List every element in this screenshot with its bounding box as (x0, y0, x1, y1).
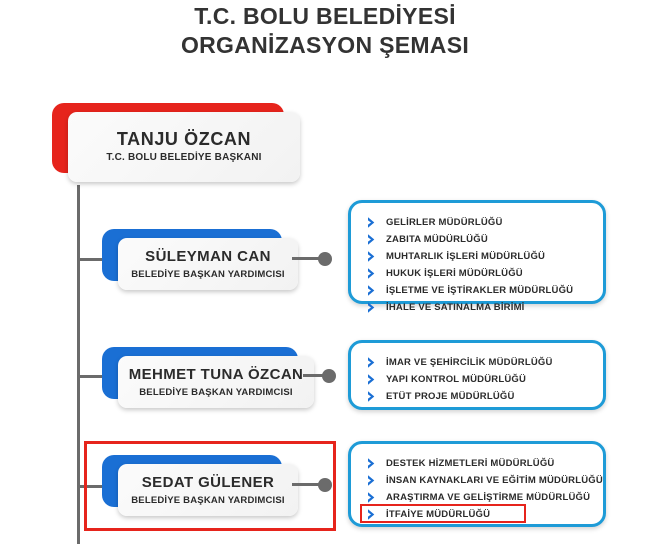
dept-label: ETÜT PROJE MÜDÜRLÜĞÜ (386, 390, 515, 402)
deputy-2-link-dot (322, 369, 336, 383)
list-item[interactable]: DESTEK HİZMETLERİ MÜDÜRLÜĞÜ (365, 455, 591, 471)
list-item[interactable]: HUKUK İŞLERİ MÜDÜRLÜĞÜ (365, 265, 591, 281)
mayor-card: TANJU ÖZCAN T.C. BOLU BELEDİYE BAŞKANI (68, 112, 300, 182)
list-item[interactable]: İŞLETME VE İŞTİRAKLER MÜDÜRLÜĞÜ (365, 282, 591, 298)
chevron-right-icon (365, 233, 378, 246)
deputy-1-card: SÜLEYMAN CAN BELEDİYE BAŞKAN YARDIMCISI (118, 238, 298, 290)
dept-label: İŞLETME VE İŞTİRAKLER MÜDÜRLÜĞÜ (386, 284, 574, 296)
branch-connector-3 (78, 485, 102, 488)
deputy-3-emphasis-rect (84, 441, 336, 531)
mayor-title: T.C. BOLU BELEDİYE BAŞKANI (106, 151, 262, 163)
chevron-right-icon (365, 373, 378, 386)
list-item[interactable]: İMAR VE ŞEHİRCİLİK MÜDÜRLÜĞÜ (365, 354, 591, 370)
chevron-right-icon (365, 216, 378, 229)
dept-label: HUKUK İŞLERİ MÜDÜRLÜĞÜ (386, 267, 523, 279)
chevron-right-icon (365, 267, 378, 280)
deputy-2-name: MEHMET TUNA ÖZCAN (128, 365, 304, 383)
deputy-3-link-dot (318, 478, 332, 492)
dept-label: ARAŞTIRMA VE GELİŞTİRME MÜDÜRLÜĞÜ (386, 491, 591, 503)
dept-label: İNSAN KAYNAKLARI VE EĞİTİM MÜDÜRLÜĞÜ (386, 474, 603, 486)
dept-label: MUHTARLIK İŞLERİ MÜDÜRLÜĞÜ (386, 250, 546, 262)
list-item[interactable]: GELİRLER MÜDÜRLÜĞÜ (365, 214, 591, 230)
dept-list-1: GELİRLER MÜDÜRLÜĞÜ ZABITA MÜDÜRLÜĞÜ MUHT… (348, 200, 606, 313)
deputy-2-card: MEHMET TUNA ÖZCAN BELEDİYE BAŞKAN YARDIM… (118, 356, 314, 408)
mayor-name: TANJU ÖZCAN (116, 128, 252, 149)
branch-connector-1 (78, 258, 102, 261)
deputy-2-title: BELEDİYE BAŞKAN YARDIMCISI (139, 386, 293, 398)
dept-label: DESTEK HİZMETLERİ MÜDÜRLÜĞÜ (386, 457, 555, 469)
list-item[interactable]: İNSAN KAYNAKLARI VE EĞİTİM MÜDÜRLÜĞÜ (365, 472, 603, 488)
deputy-3-name: SEDAT GÜLENER (141, 473, 275, 491)
dept-label: İTFAİYE MÜDÜRLÜĞÜ (386, 508, 491, 520)
deputy-2-link-line (303, 374, 330, 377)
list-item[interactable]: ETÜT PROJE MÜDÜRLÜĞÜ (365, 388, 591, 404)
list-item[interactable]: ARAŞTIRMA VE GELİŞTİRME MÜDÜRLÜĞÜ (365, 489, 591, 505)
chevron-right-icon (365, 474, 378, 487)
node-deputy-1[interactable]: SÜLEYMAN CAN BELEDİYE BAŞKAN YARDIMCISI (102, 229, 298, 290)
page-title: T.C. BOLU BELEDİYESİ ORGANİZASYON ŞEMASI (0, 2, 650, 60)
chevron-right-icon (365, 508, 378, 521)
node-deputy-2[interactable]: MEHMET TUNA ÖZCAN BELEDİYE BAŞKAN YARDIM… (102, 347, 314, 408)
dept-label: YAPI KONTROL MÜDÜRLÜĞÜ (386, 373, 527, 385)
deputy-1-link-dot (318, 252, 332, 266)
deputy-3-link-line (292, 483, 324, 486)
chevron-right-icon (365, 390, 378, 403)
dept-label: İMAR VE ŞEHİRCİLİK MÜDÜRLÜĞÜ (386, 356, 553, 368)
deputy-1-title: BELEDİYE BAŞKAN YARDIMCISI (131, 268, 285, 280)
branch-connector-2 (78, 375, 102, 378)
dept-label: ZABITA MÜDÜRLÜĞÜ (386, 233, 488, 245)
node-deputy-3[interactable]: SEDAT GÜLENER BELEDİYE BAŞKAN YARDIMCISI (102, 455, 298, 516)
chevron-right-icon (365, 457, 378, 470)
list-item[interactable]: YAPI KONTROL MÜDÜRLÜĞÜ (365, 371, 591, 387)
trunk-connector (77, 185, 80, 544)
chevron-right-icon (365, 301, 378, 314)
deputy-3-card: SEDAT GÜLENER BELEDİYE BAŞKAN YARDIMCISI (118, 464, 298, 516)
chevron-right-icon (365, 284, 378, 297)
list-item[interactable]: MUHTARLIK İŞLERİ MÜDÜRLÜĞÜ (365, 248, 591, 264)
chevron-right-icon (365, 491, 378, 504)
dept-list-3: DESTEK HİZMETLERİ MÜDÜRLÜĞÜ İNSAN KAYNAK… (348, 441, 606, 527)
dept-label: İHALE VE SATINALMA BİRİMİ (386, 301, 525, 313)
list-item-highlighted[interactable]: İTFAİYE MÜDÜRLÜĞÜ (360, 504, 591, 523)
list-item[interactable]: İHALE VE SATINALMA BİRİMİ (365, 299, 591, 315)
deputy-3-title: BELEDİYE BAŞKAN YARDIMCISI (131, 494, 285, 506)
deputy-1-link-line (292, 257, 324, 260)
chevron-right-icon (365, 356, 378, 369)
dept-list-2: İMAR VE ŞEHİRCİLİK MÜDÜRLÜĞÜ YAPI KONTRO… (348, 340, 606, 410)
list-item[interactable]: ZABITA MÜDÜRLÜĞÜ (365, 231, 591, 247)
node-mayor[interactable]: TANJU ÖZCAN T.C. BOLU BELEDİYE BAŞKANI (52, 103, 300, 182)
deputy-1-name: SÜLEYMAN CAN (145, 247, 271, 265)
title-line-1: T.C. BOLU BELEDİYESİ (194, 3, 456, 29)
dept-label: GELİRLER MÜDÜRLÜĞÜ (386, 216, 503, 228)
title-line-2: ORGANİZASYON ŞEMASI (180, 32, 470, 58)
chevron-right-icon (365, 250, 378, 263)
